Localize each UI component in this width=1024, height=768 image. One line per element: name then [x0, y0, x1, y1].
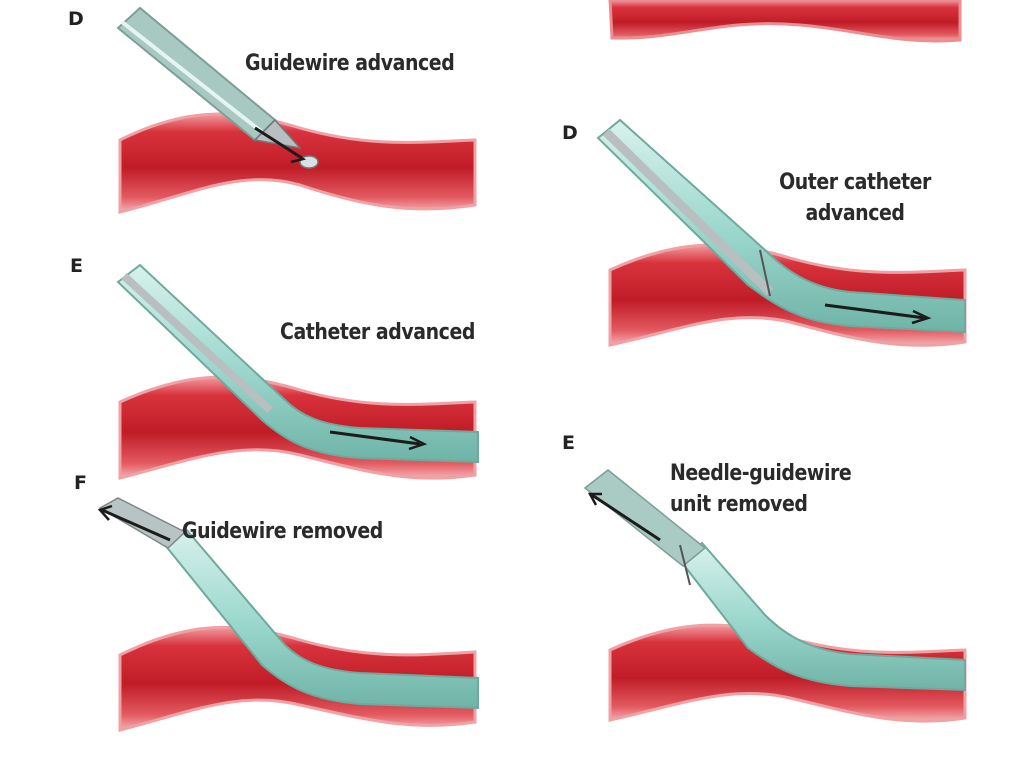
panel-e-right-art	[583, 469, 967, 723]
needle	[602, 128, 774, 296]
needle	[583, 469, 707, 567]
catheter	[116, 263, 479, 464]
panel-letter-d-right: D	[562, 122, 578, 144]
caption-guidewire-advanced: Guidewire advanced	[245, 51, 455, 76]
panel-d-right-art	[596, 118, 967, 347]
needle	[121, 273, 273, 413]
panel-d-left-art	[116, 6, 477, 214]
panel-letter-d-left: D	[68, 8, 84, 30]
vessel	[118, 112, 477, 214]
catheter	[163, 526, 479, 710]
caption-catheter-advanced: Catheter advanced	[280, 320, 475, 345]
panel-letter-e-left: E	[70, 255, 83, 277]
panel-f-left-art	[97, 497, 479, 732]
panel-letter-e-right: E	[562, 432, 575, 454]
catheter	[678, 541, 966, 692]
guidewire	[824, 303, 926, 320]
guidewire	[591, 493, 661, 542]
panel-letter-f-left: F	[74, 472, 87, 494]
guidewire	[329, 430, 421, 446]
caption-outer-catheter-advanced: Outer catheter advanced	[779, 170, 931, 226]
panel-e-left-art	[116, 263, 479, 480]
caption-guidewire-removed: Guidewire removed	[182, 519, 383, 544]
needle	[98, 497, 187, 549]
catheter	[596, 118, 966, 334]
guidewire	[101, 508, 171, 542]
caption-needle-guidewire-unit-removed: Needle-guidewire unit removed	[670, 461, 852, 517]
vessel-top-right	[608, 0, 962, 43]
